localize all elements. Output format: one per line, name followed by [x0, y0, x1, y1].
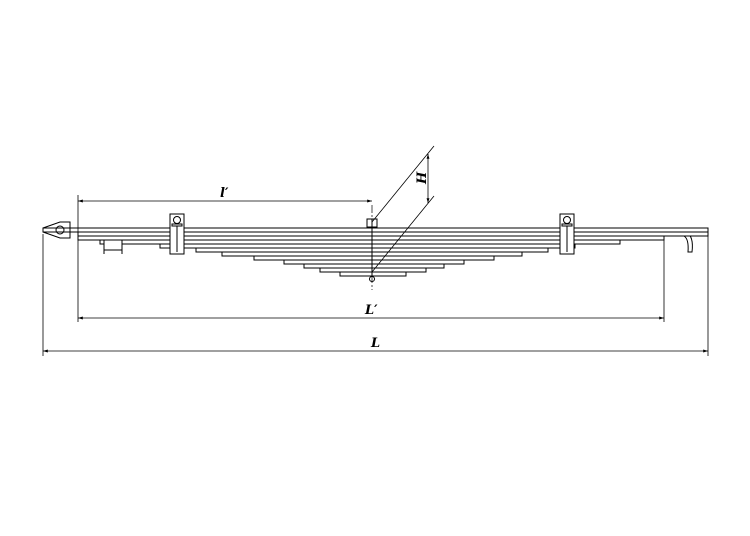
label-H: H — [415, 171, 430, 185]
right-clamp — [559, 213, 575, 255]
left-eye-bushing — [55, 225, 65, 235]
label-L: L — [370, 336, 380, 351]
label-l-prime: l′ — [220, 186, 229, 201]
dimension-H — [371, 145, 435, 273]
left-rebound-clip — [103, 239, 123, 254]
left-clamp — [169, 213, 185, 255]
extension-lines — [42, 195, 709, 356]
label-L-prime: L′ — [364, 303, 378, 318]
